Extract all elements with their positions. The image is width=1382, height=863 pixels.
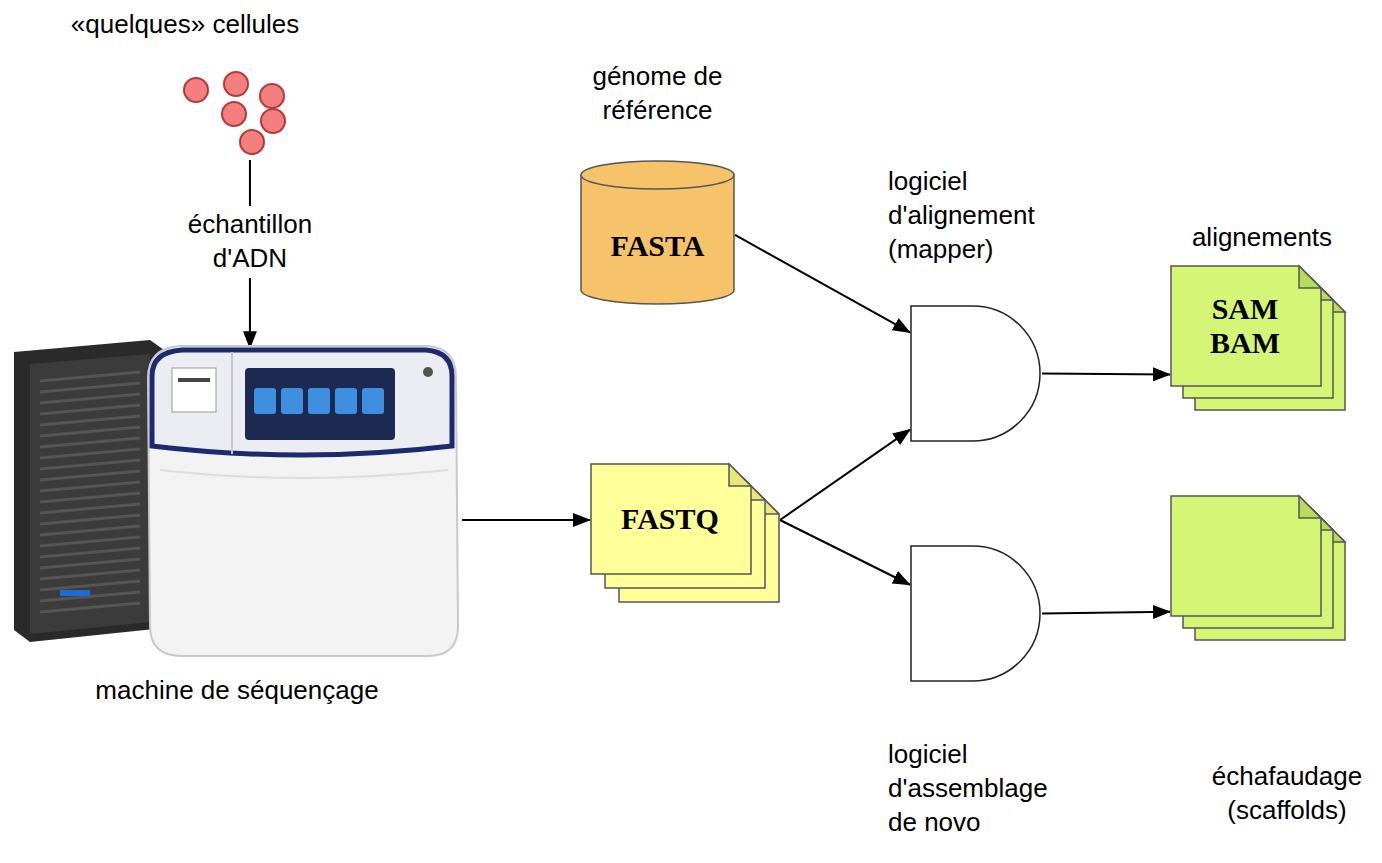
cell-cluster: «quelques» cellules — [180, 70, 290, 160]
connector-arrow — [1042, 374, 1170, 375]
reference-database: génome de référenceFASTA — [580, 160, 735, 305]
connector-arrow — [780, 520, 910, 585]
format-label: FASTQ — [621, 502, 719, 537]
node-heading: génome de référence — [575, 60, 740, 128]
connector-arrow — [462, 519, 590, 521]
node-heading: échafaudage (scaffolds) — [1187, 760, 1382, 828]
node-heading: machine de séquençage — [0, 674, 474, 708]
cell-cluster-drawing — [180, 70, 290, 160]
software-gate-drawing — [910, 545, 1042, 682]
scaffold-files: échafaudage (scaffolds) — [1170, 495, 1344, 641]
fastq-files: FASTQ — [590, 463, 780, 603]
node-heading: logiciel d'alignement (mapper) — [888, 165, 1070, 266]
format-label: FASTA — [611, 229, 705, 264]
format-label: SAM BAM — [1195, 292, 1295, 361]
connector-arrow — [735, 235, 910, 332]
alignment-files: alignementsSAM BAM — [1170, 265, 1344, 411]
edge-label: échantillon d'ADN — [166, 206, 334, 278]
node-heading: «quelques» cellules — [35, 8, 335, 42]
software-gate-drawing — [910, 305, 1042, 442]
document-stack-drawing — [1170, 495, 1344, 641]
format-label-box: SAM BAM — [1170, 265, 1320, 387]
mapper-software: logiciel d'alignement (mapper) — [910, 305, 1042, 442]
connector-arrow — [1042, 612, 1170, 614]
sequencer-drawing — [0, 330, 462, 660]
sequencing-machine: machine de séquençage — [0, 330, 462, 660]
node-heading: alignements — [1162, 221, 1362, 255]
format-label-box: FASTQ — [590, 463, 750, 575]
node-heading: logiciel d'assemblage de novo — [888, 738, 1070, 839]
connector-arrow — [780, 430, 910, 520]
format-label-box: FASTA — [580, 190, 735, 303]
assembler-software: logiciel d'assemblage de novo — [910, 545, 1042, 682]
